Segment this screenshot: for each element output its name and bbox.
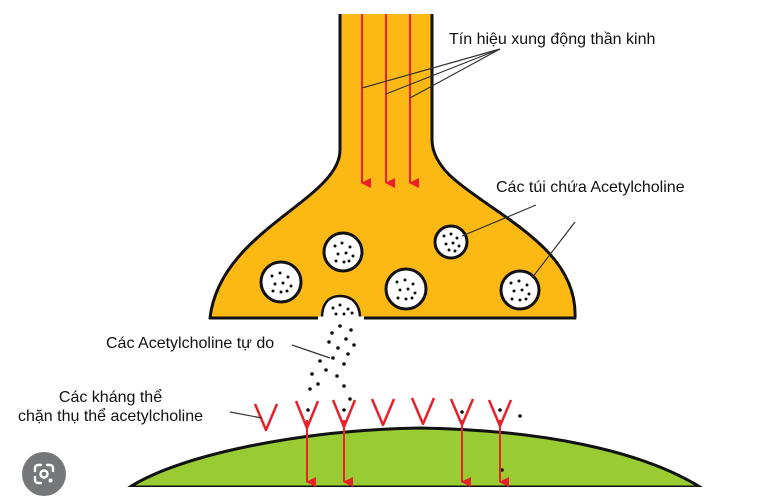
antibodies [253, 397, 513, 432]
label-nerve-signal: Tín hiệu xung động thần kinh [449, 31, 656, 48]
opening-vesicle [320, 294, 362, 320]
nerve-signal-arrows [361, 14, 419, 188]
axon-terminal [208, 14, 577, 320]
postsynaptic-membrane [127, 426, 703, 487]
label-antibodies: Các kháng thể chặn thụ thể acetylcholine [18, 388, 203, 426]
vesicles [259, 224, 541, 311]
google-lens-button[interactable] [22, 452, 66, 496]
label-antibodies-line2: chặn thụ thể acetylcholine [18, 408, 204, 425]
label-acetylcholine-vesicles: Các túi chứa Acetylcholine [496, 179, 685, 196]
label-antibodies-line1: Các kháng thể [58, 389, 163, 406]
label-free-acetylcholine: Các Acetylcholine tự do [106, 335, 275, 352]
receptor-arrows [306, 420, 509, 487]
google-lens-icon [33, 463, 55, 485]
vesicle-contents [270, 232, 531, 316]
free-acetylcholine [306, 324, 522, 472]
leader-lines [229, 48, 576, 419]
